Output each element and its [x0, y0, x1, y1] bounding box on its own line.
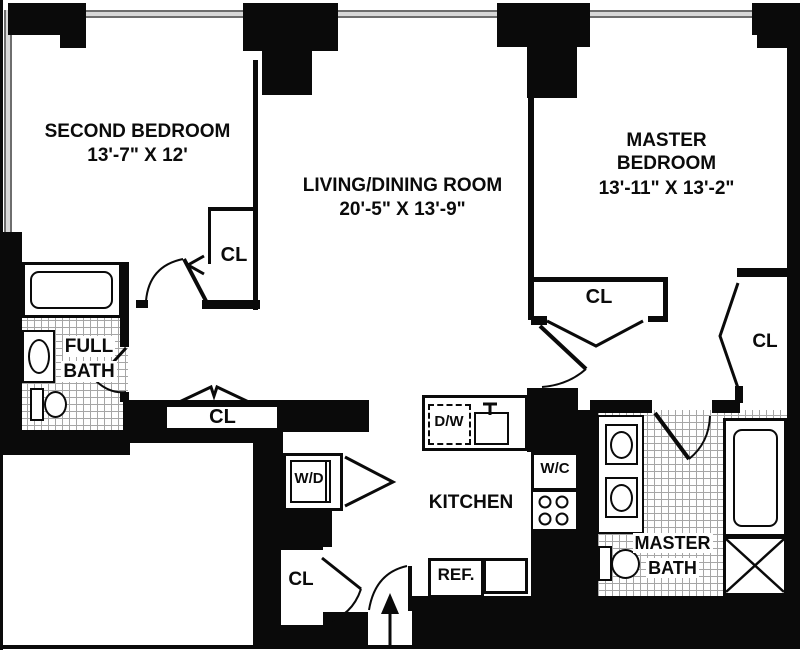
door-leaf — [321, 556, 362, 591]
door-jamb — [735, 386, 743, 403]
window-left — [4, 10, 12, 232]
room-label-kitchen: KITCHEN — [428, 492, 514, 513]
room-label-master-bath-2: BATH — [625, 558, 720, 578]
room-label-full-bath-2: BATH — [54, 361, 124, 383]
wall-kitchen — [527, 388, 578, 452]
room-dims-living-dining: 20'-5" X 13'-9" — [339, 199, 466, 220]
room-dims-second-bedroom: 13'-7" X 12' — [87, 145, 188, 166]
door-arc — [541, 368, 587, 388]
wall-core — [275, 510, 332, 547]
door-leaf — [538, 324, 588, 371]
closet-wall — [663, 277, 668, 322]
sink-bowl — [28, 339, 50, 374]
door-jamb — [136, 300, 148, 308]
wall-masterbath-north — [590, 400, 652, 413]
toilet-tank — [598, 546, 612, 581]
wall-living-master — [528, 98, 534, 320]
column — [8, 3, 86, 35]
shower — [723, 536, 787, 596]
appliance-label-washer-dryer: W/D — [294, 470, 324, 487]
wall-hall — [130, 430, 277, 443]
stove — [531, 490, 578, 531]
kitchen-sink — [474, 412, 509, 445]
column — [752, 3, 800, 35]
room-label-full-bath-1: FULL — [54, 336, 124, 358]
toilet-tank — [30, 388, 44, 421]
wall-right — [787, 35, 800, 648]
closet-label-master: CL — [585, 286, 613, 308]
closet-label-master-right: CL — [752, 331, 778, 352]
bifold-door — [546, 319, 644, 348]
wall-masterbath-north — [712, 400, 740, 413]
toilet-bowl — [44, 391, 67, 418]
column — [243, 3, 338, 51]
master-bath-text: MASTER — [632, 533, 713, 553]
border-bottom — [0, 645, 800, 649]
wall-hall — [123, 400, 167, 432]
window-top-1 — [86, 10, 243, 18]
room-label-master-bedroom-2: BEDROOM — [616, 153, 717, 174]
wall-fullbath — [120, 262, 129, 347]
full-bath-text: BATH — [61, 361, 117, 382]
window-top-3 — [590, 10, 752, 18]
bifold-door — [718, 282, 740, 389]
wall-fullbath-south — [0, 430, 130, 455]
closet-wall — [208, 207, 258, 211]
column — [497, 3, 590, 47]
washer-dryer-unit — [290, 460, 331, 503]
wall-south — [412, 596, 800, 645]
wall-hall — [277, 400, 369, 432]
closet-label-hall: CL — [209, 406, 236, 428]
vanity-sink-1-bowl — [610, 431, 633, 459]
wall-kitchen — [531, 530, 578, 596]
door-leaf — [182, 258, 208, 302]
bathtub-basin — [733, 429, 778, 527]
full-bath-text: FULL — [62, 336, 116, 357]
wall-secondbedroom-living — [253, 60, 258, 310]
closet-wall — [737, 268, 787, 277]
wall-fullbath — [120, 392, 129, 402]
closet-wall — [202, 300, 260, 309]
door-jamb — [531, 316, 547, 325]
door-jamb — [648, 316, 668, 322]
wall-entry — [318, 612, 368, 645]
door-fold — [184, 254, 205, 276]
refrigerator — [428, 558, 484, 598]
room-label-second-bedroom: SECOND BEDROOM — [44, 121, 231, 142]
appliance-label-water-closet: W/C — [540, 460, 570, 477]
closet-label-entry: CL — [288, 569, 314, 590]
wall-kitchen-masterbath — [578, 410, 598, 598]
room-label-master-bedroom-1: MASTER — [626, 130, 707, 151]
entry-arrow-head — [381, 593, 399, 614]
entry-closet — [278, 547, 323, 628]
vanity-sink-2-bowl — [610, 484, 633, 512]
column — [527, 47, 577, 98]
window-top-2 — [338, 10, 497, 18]
bathtub-basin — [30, 271, 113, 309]
room-label-master-bath-1: MASTER — [625, 533, 720, 553]
appliance-label-dishwasher: D/W — [434, 413, 464, 430]
door-arc — [145, 258, 184, 302]
closet-wall — [208, 207, 211, 264]
kitchen-counter-2 — [483, 558, 528, 594]
column — [60, 35, 86, 48]
column — [262, 51, 312, 95]
toilet-bowl — [611, 549, 640, 579]
wall-left — [0, 232, 22, 454]
closet-label-second-bedroom: CL — [220, 244, 248, 266]
closet-wall — [531, 277, 668, 282]
room-label-living-dining: LIVING/DINING ROOM — [302, 175, 503, 196]
water-closet-box — [531, 452, 579, 491]
master-bath-text: BATH — [646, 558, 699, 578]
appliance-label-refrigerator: REF. — [437, 565, 475, 584]
room-dims-master-bedroom: 13'-11" X 13'-2" — [598, 178, 735, 199]
bifold-door — [344, 455, 397, 508]
dishwasher — [428, 404, 471, 445]
door-arc — [368, 565, 408, 611]
